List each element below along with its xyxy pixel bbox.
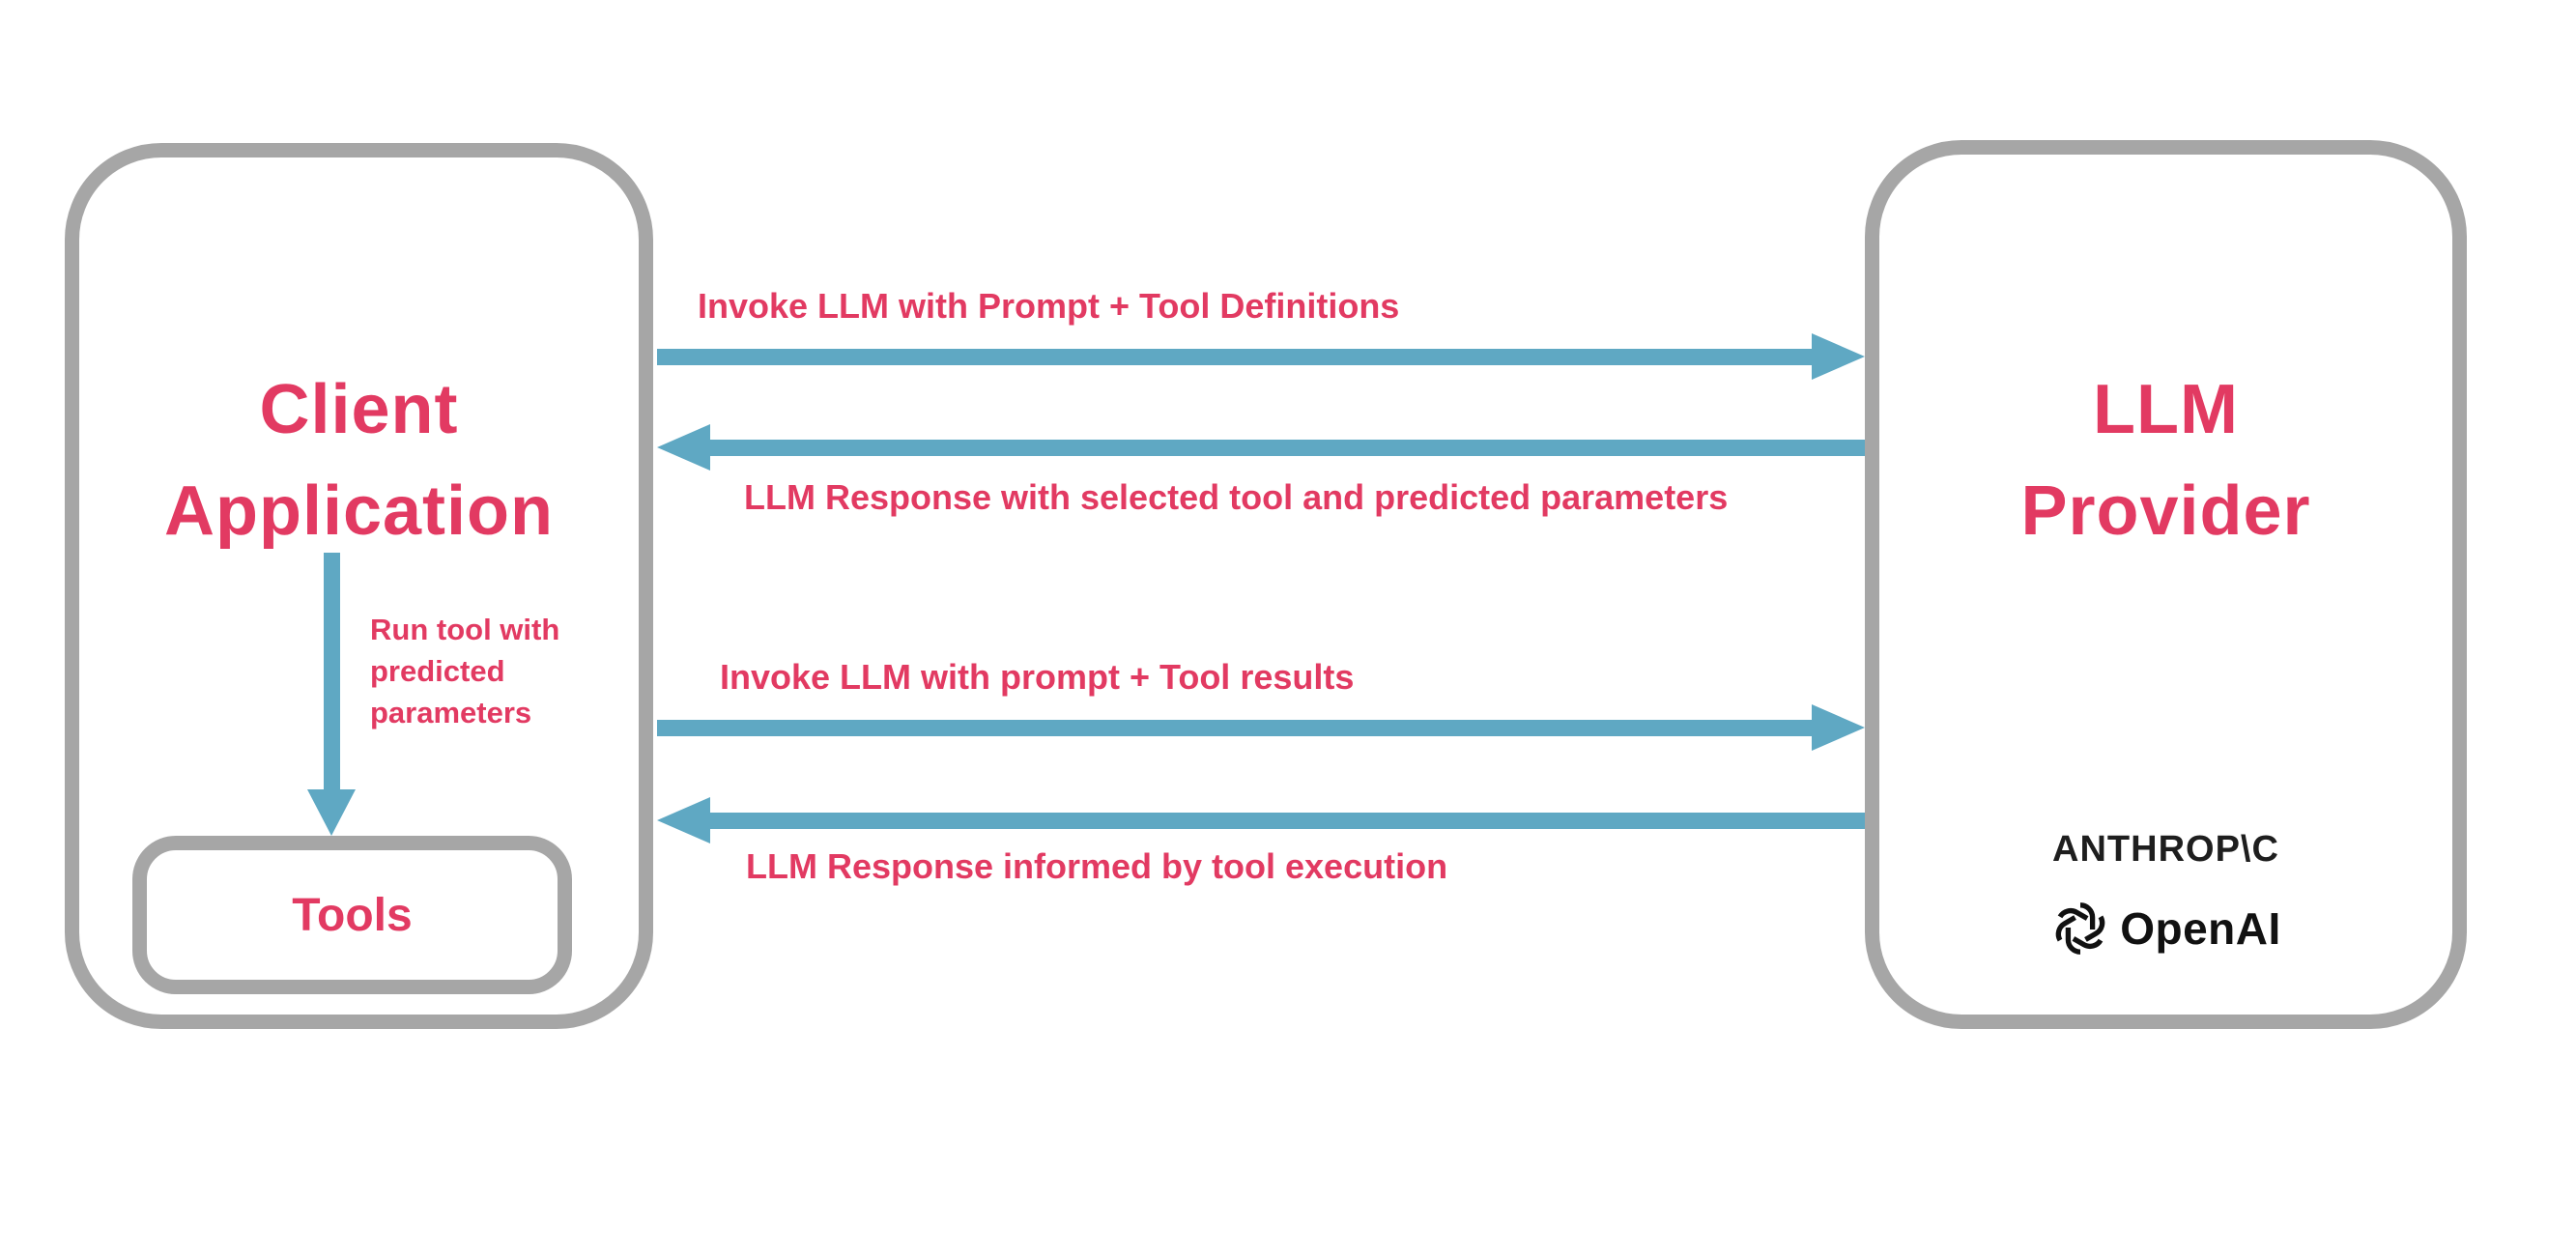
run-tool-label-line2: predicted	[370, 654, 505, 688]
tools-label: Tools	[292, 889, 413, 941]
client-title-line1: Client	[259, 371, 459, 448]
arrow-2-label: LLM Response with selected tool and pred…	[744, 477, 1729, 517]
anthropic-wordmark: ANTHROP\C	[2052, 829, 2279, 870]
llm-provider-title: LLM Provider	[1865, 359, 2467, 562]
arrow-4-shaft	[710, 813, 1865, 829]
run-tool-label: Run tool with predicted parameters	[370, 609, 559, 733]
arrow-2-shaft	[710, 440, 1865, 456]
client-application-title: Client Application	[65, 359, 653, 562]
arrow-3-right-head-icon	[1812, 704, 1865, 751]
arrow-3-label: Invoke LLM with prompt + Tool results	[720, 657, 1355, 697]
llm-title-line2: Provider	[2020, 472, 2311, 550]
client-title-line2: Application	[164, 472, 554, 550]
openai-icon	[2055, 902, 2105, 955]
openai-logo: OpenAI	[1865, 899, 2467, 958]
run-tool-arrow-head-icon	[307, 789, 356, 836]
arrow-3-shaft	[657, 720, 1812, 736]
arrow-1-shaft	[657, 349, 1812, 365]
openai-wordmark: OpenAI	[2120, 903, 2281, 954]
llm-title-line1: LLM	[2093, 371, 2239, 448]
tools-box: Tools	[132, 836, 572, 994]
arrow-4-left-head-icon	[657, 797, 710, 843]
llm-provider-box	[1865, 140, 2467, 1029]
arrow-4-label: LLM Response informed by tool execution	[746, 846, 1448, 886]
run-tool-label-line3: parameters	[370, 696, 532, 729]
run-tool-arrow-shaft	[324, 553, 340, 789]
arrow-1-right-head-icon	[1812, 333, 1865, 380]
arrow-1-label: Invoke LLM with Prompt + Tool Definition…	[698, 286, 1400, 326]
run-tool-label-line1: Run tool with	[370, 613, 560, 646]
arrow-2-left-head-icon	[657, 424, 710, 471]
